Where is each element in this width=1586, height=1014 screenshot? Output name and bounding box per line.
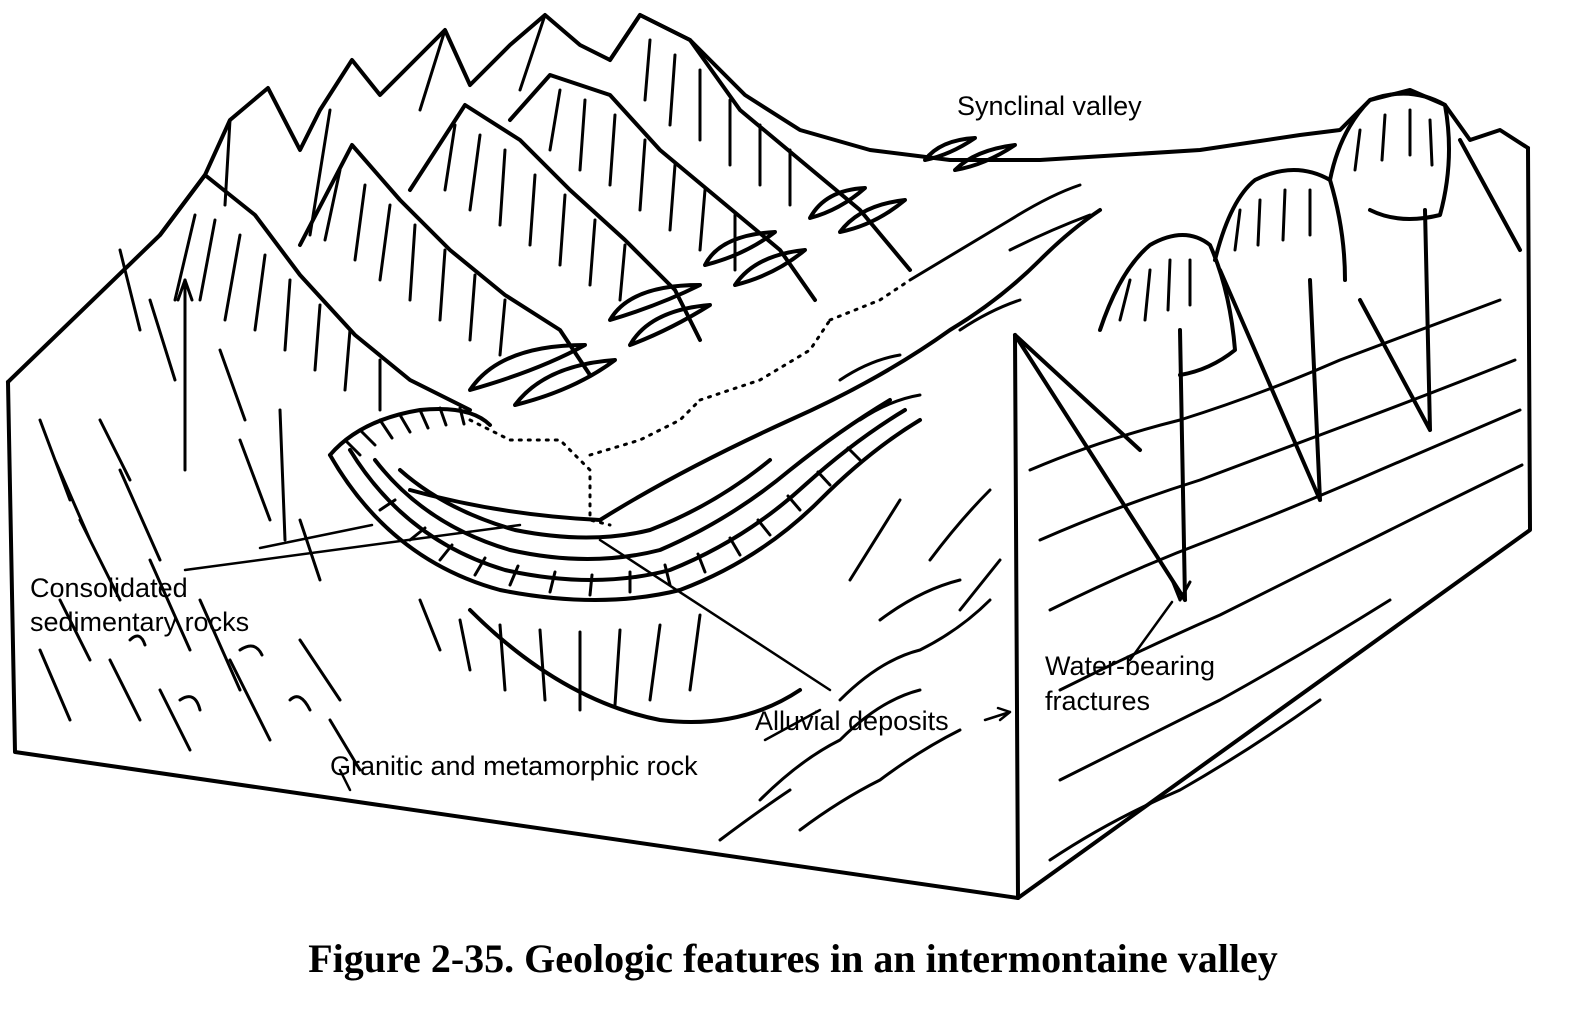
label-consolidated-line2: sedimentary rocks	[30, 607, 250, 637]
fracture-arrow-right	[1170, 578, 1192, 602]
fold-core	[408, 488, 602, 522]
hatch-ridge-3	[443, 123, 627, 302]
label-alluvial-deposits: Alluvial deposits	[755, 706, 949, 736]
strata-5	[1058, 598, 1392, 782]
mountain-ridges	[158, 13, 912, 412]
hatch-ridge-1	[173, 213, 382, 412]
label-water-bearing-line1: Water-bearing	[1045, 651, 1216, 681]
valley-upper-lines	[908, 183, 1092, 282]
lens-3	[608, 283, 702, 322]
strata-6	[1048, 698, 1322, 862]
fold-layer-4	[398, 458, 772, 540]
alluvial-leader-2	[598, 538, 832, 742]
dotted-contact-2	[588, 398, 702, 457]
basement-fractures-under-fold	[418, 598, 702, 712]
foothill-hatch	[1118, 108, 1434, 322]
fracture-arrow-left	[176, 278, 194, 302]
granitic-leader	[338, 768, 352, 792]
label-granitic-rock: Granitic and metamorphic rock	[330, 751, 698, 781]
lens-4	[628, 303, 712, 347]
label-consolidated-line1: Consolidated	[30, 573, 188, 603]
lens-2	[513, 358, 617, 407]
ridge-third	[508, 73, 817, 302]
fold-layer-1	[328, 418, 922, 602]
lens-1	[468, 343, 587, 392]
right-face-texture	[1013, 138, 1524, 862]
lens-9	[923, 136, 977, 162]
ridge-front-middle	[298, 143, 592, 377]
strata-3	[1048, 408, 1522, 612]
fold-hatch-layers	[378, 446, 862, 597]
strata-4	[1058, 463, 1524, 692]
foothill-1	[1098, 233, 1237, 377]
fracture-set-2	[1218, 268, 1322, 502]
hatch-ridge-2	[323, 168, 507, 357]
fold-layer-3	[373, 398, 892, 561]
alluvial-leader	[983, 706, 1012, 722]
dotted-contact-4	[828, 278, 912, 322]
foothill-3	[1328, 91, 1451, 221]
ridge-spur-4	[518, 13, 547, 92]
right-foothills	[1098, 91, 1451, 377]
hatch-ridge-5	[643, 38, 792, 207]
valley-surface-marks	[838, 298, 1022, 422]
front-face-fractures	[848, 488, 1002, 612]
ridge-front-left	[158, 173, 472, 412]
consolidated-leader	[183, 523, 522, 572]
left-face-hatch	[38, 418, 362, 772]
foothill-2	[1213, 168, 1347, 282]
left-face-texture	[38, 248, 362, 772]
valley-floor-edge	[598, 208, 1102, 522]
slope-hatching	[173, 38, 792, 412]
fold-hatch-top	[343, 406, 466, 457]
left-face-curls	[128, 634, 312, 712]
lens-8	[838, 198, 907, 234]
label-water-bearing-line2: fractures	[1045, 686, 1151, 716]
block-front-corner	[1013, 333, 1020, 900]
strata-1	[1028, 298, 1502, 472]
figure-caption: Figure 2-35. Geologic features in an int…	[308, 936, 1278, 981]
syncline-lenses	[468, 136, 1017, 407]
fold-basement-contact	[468, 608, 802, 724]
lens-7	[808, 186, 867, 220]
front-face-swirls	[718, 578, 992, 842]
label-synclinal-valley: Synclinal valley	[957, 91, 1142, 121]
lens-10	[953, 143, 1017, 172]
ridge-second	[408, 103, 702, 342]
water-bearing-leader	[1128, 600, 1174, 662]
hatch-ridge-4	[548, 88, 737, 272]
strata-2	[1038, 358, 1517, 542]
ridge-spur-3	[418, 28, 447, 112]
lens-5	[703, 230, 777, 267]
fracture-set-3	[1358, 138, 1522, 432]
leader-lines	[183, 523, 1174, 792]
syncline-layers	[328, 398, 922, 724]
dotted-contact-3	[698, 318, 832, 402]
vertical-fractures-left	[183, 278, 287, 542]
left-upper-hatch	[118, 248, 322, 582]
front-face-texture	[718, 298, 1022, 842]
lens-6	[733, 248, 807, 287]
ridge-spur-1	[223, 118, 232, 207]
ridge-spur-2	[308, 108, 332, 237]
ridge-back	[608, 13, 912, 272]
